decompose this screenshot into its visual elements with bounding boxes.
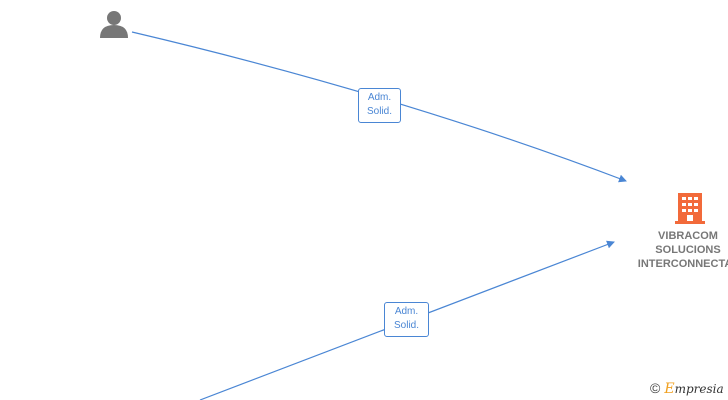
- edge-label-line: Solid.: [366, 106, 392, 117]
- copyright-symbol: ©: [650, 380, 661, 396]
- brand-letter: E: [664, 381, 675, 397]
- edge-label-person-to-company[interactable]: Adm. Solid.: [358, 88, 401, 123]
- brand-name: mpresia: [674, 382, 724, 396]
- company-name-line: VIBRACOM: [658, 230, 718, 242]
- edge-label-line: Adm.: [394, 306, 419, 317]
- edge-label-bottom-to-company[interactable]: Adm. Solid.: [384, 302, 429, 337]
- company-name[interactable]: VIBRACOM SOLUCIONS INTERCONNECTAT: [608, 229, 728, 271]
- edge-label-line: Solid.: [393, 320, 419, 331]
- company-name-line: INTERCONNECTAT: [637, 258, 728, 270]
- edge-label-line: Adm.: [367, 92, 392, 103]
- brand-logo: ©Empresia: [650, 380, 724, 397]
- building-icon[interactable]: [675, 193, 705, 224]
- person-icon[interactable]: [100, 11, 128, 38]
- company-name-line: SOLUCIONS: [655, 244, 721, 256]
